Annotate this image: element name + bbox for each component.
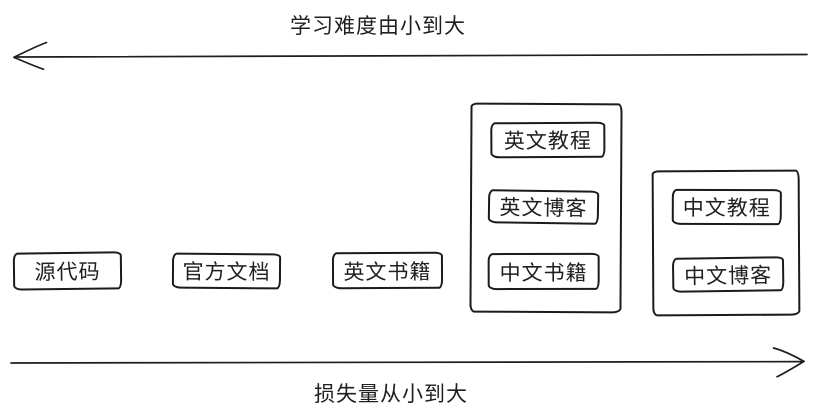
box-chinese-blog: 中文博客 xyxy=(671,256,785,293)
box-english-blog: 英文博客 xyxy=(487,189,600,225)
group-english-and-chinese-books: 英文教程 英文博客 中文书籍 xyxy=(469,102,623,314)
box-source-code: 源代码 xyxy=(12,251,123,291)
top-axis-label: 学习难度由小到大 xyxy=(290,15,466,38)
box-chinese-tutorial: 中文教程 xyxy=(671,188,782,226)
right-arrow-icon xyxy=(10,347,805,378)
left-arrow-icon xyxy=(13,41,808,71)
bottom-axis-label: 损失量从小到大 xyxy=(314,383,468,406)
group-chinese-tutorial-blog: 中文教程 中文博客 xyxy=(651,169,801,317)
box-official-docs: 官方文档 xyxy=(171,252,282,290)
box-english-tutorial: 英文教程 xyxy=(490,121,606,159)
box-english-books: 英文书籍 xyxy=(331,251,444,290)
box-chinese-books: 中文书籍 xyxy=(487,252,600,291)
